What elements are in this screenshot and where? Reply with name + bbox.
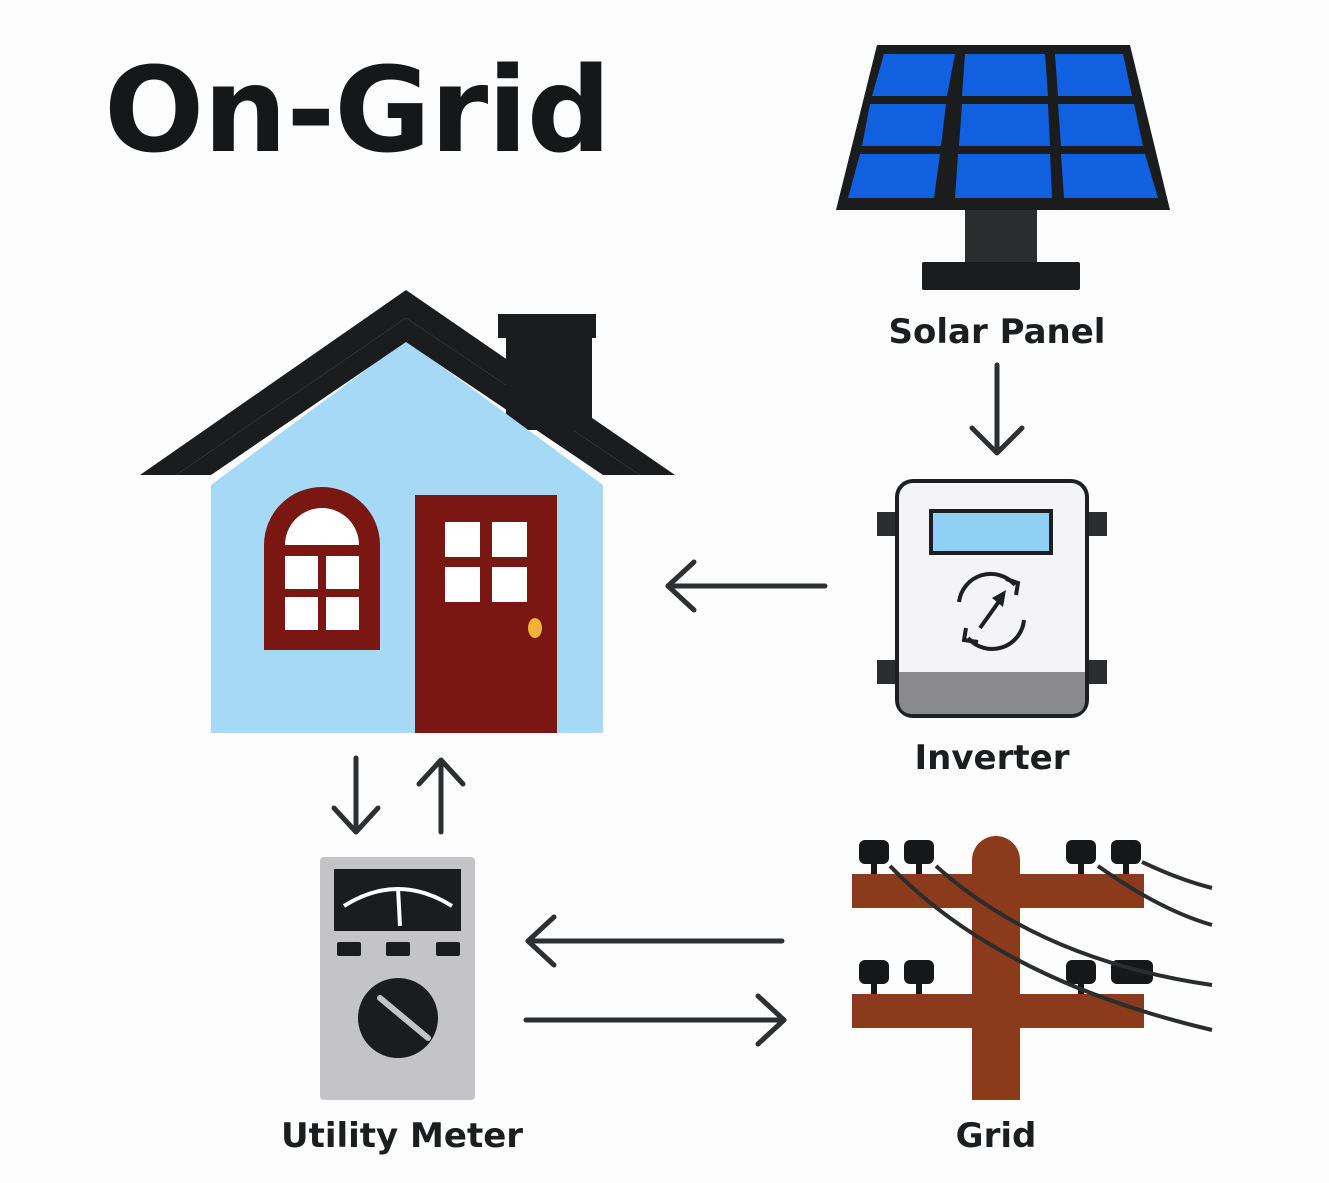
solar-panel-label: Solar Panel — [888, 312, 1106, 352]
grid-label: Grid — [955, 1116, 1037, 1156]
arrowhead — [665, 559, 697, 613]
inverter-icon — [877, 479, 1107, 718]
arrowhead — [331, 805, 381, 835]
house-icon — [140, 290, 675, 733]
utility-pole-icon — [852, 836, 1213, 1100]
inverter-label: Inverter — [914, 738, 1070, 778]
arrowhead — [755, 993, 787, 1047]
utility-meter-label: Utility Meter — [280, 1116, 524, 1156]
arrowhead — [416, 757, 466, 787]
arrowhead — [969, 425, 1025, 456]
diagram-title: On-Grid — [104, 41, 611, 179]
arrowhead — [525, 914, 557, 968]
solar-panel-icon — [836, 45, 1170, 290]
utility-meter-icon — [320, 857, 475, 1100]
